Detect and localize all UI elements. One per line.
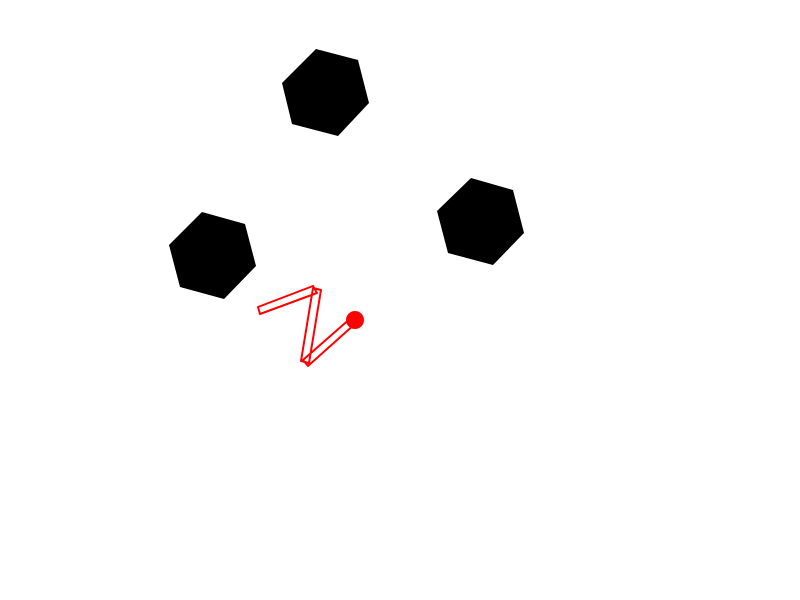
arm-link-2	[300, 287, 322, 364]
obstacles	[169, 49, 524, 299]
end-effector	[346, 311, 364, 329]
hexagon-obstacle-right	[437, 178, 524, 265]
arm-link-3	[257, 285, 318, 315]
hexagon-obstacle-top	[282, 49, 369, 136]
hexagon-obstacle-left	[169, 212, 256, 299]
robot-arm	[257, 285, 364, 367]
